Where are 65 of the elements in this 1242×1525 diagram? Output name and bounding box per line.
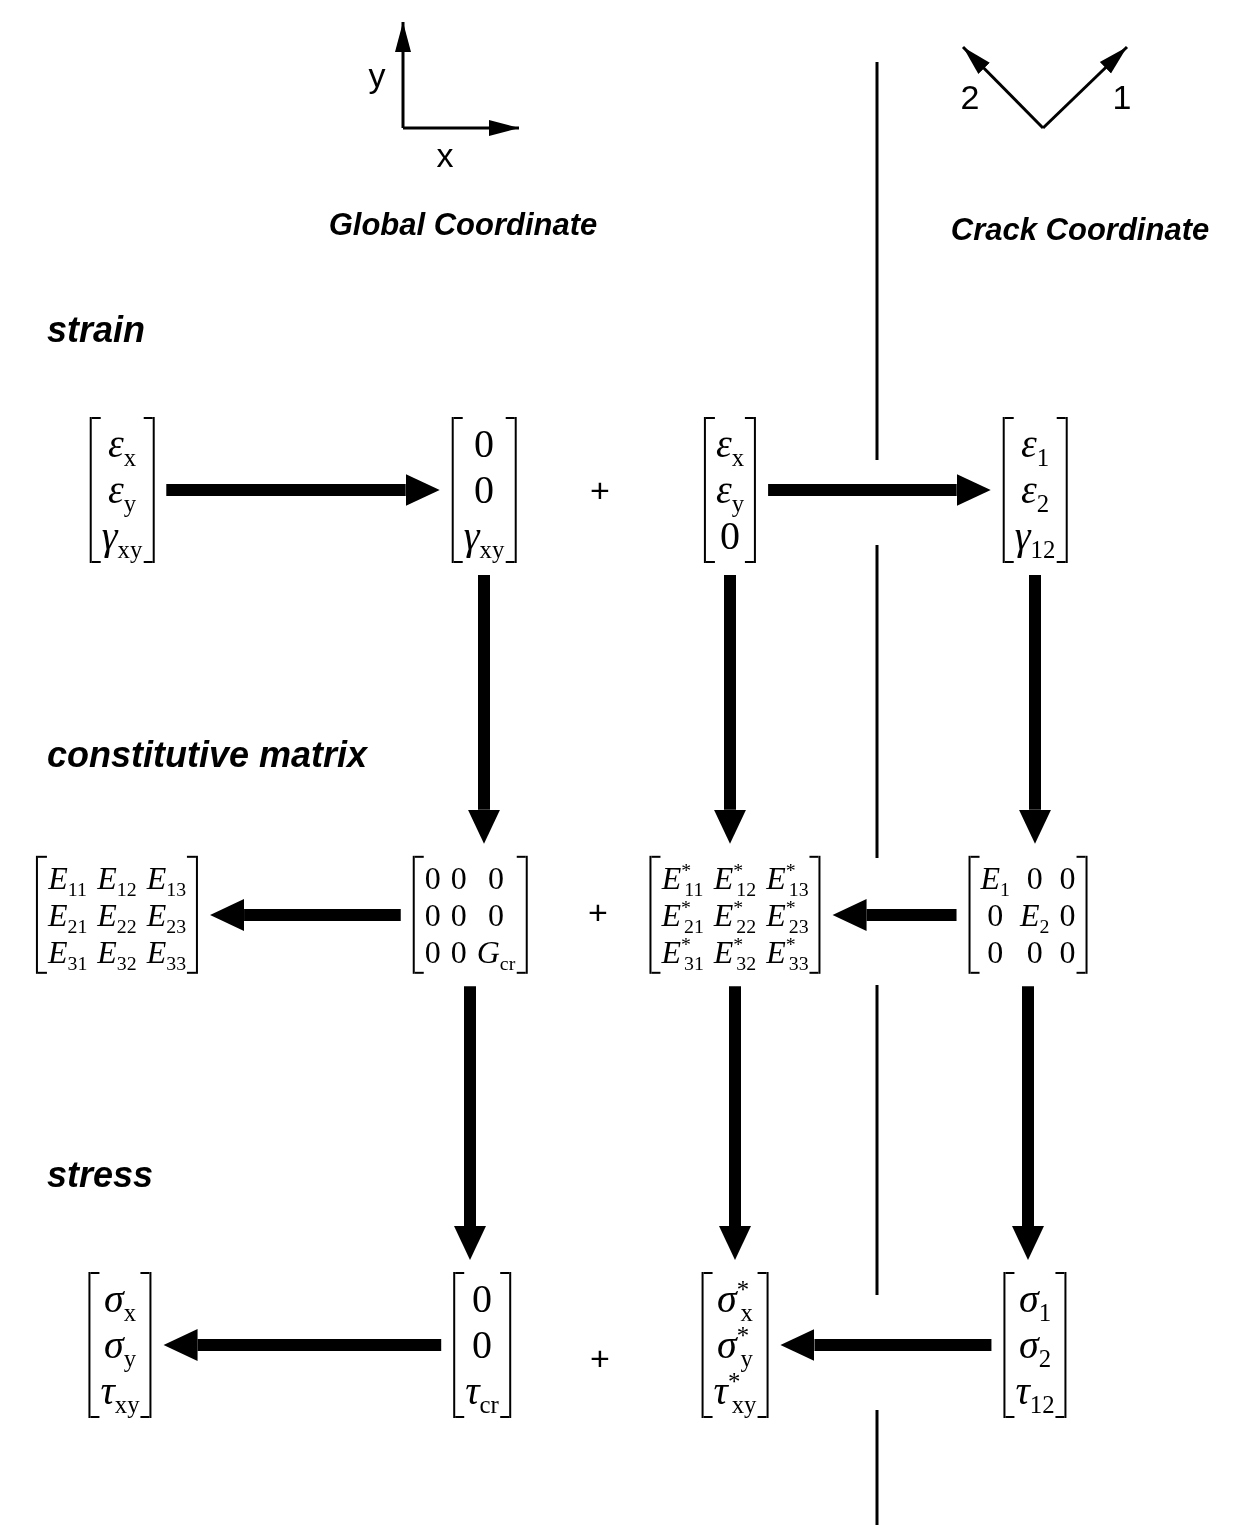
matrix-entry: ε$_{1}$ <box>1020 421 1050 467</box>
matrix-entry: E$_{11}$ <box>48 859 87 897</box>
matrix-entry: 0 <box>474 421 494 467</box>
matrix-entry: 0 <box>424 859 441 897</box>
arrow <box>832 899 957 931</box>
column-heading: Crack Coordinate <box>950 212 1210 248</box>
matrix-entry: τ$_{cr}$ <box>465 1368 499 1414</box>
arrow <box>1019 575 1051 844</box>
arrow <box>468 575 500 844</box>
matrix-entry: E$_{31}$ <box>47 933 88 971</box>
axis-label: 2 <box>960 77 980 117</box>
matrix-entry: E$_{22}$ <box>97 896 137 934</box>
matrix-entry: 0 <box>424 933 441 971</box>
matrix-entry: E$_{2}$ <box>1020 896 1050 934</box>
matrix-entry: E$_{33}$ <box>146 933 187 971</box>
axis-label: x <box>436 135 454 175</box>
matrix-entry: 0 <box>472 1276 492 1322</box>
matrix-entry: 0 <box>1059 896 1076 934</box>
matrix-entry: ε$_{2}$ <box>1020 467 1050 513</box>
matrix-entry: 0 <box>1059 933 1076 971</box>
matrix-entry: E$_{32}$ <box>97 933 137 971</box>
matrix-entry: 0 <box>1026 859 1043 897</box>
matrix-entry: E$_{13}$ <box>146 859 187 897</box>
section-heading: stress <box>47 1154 154 1196</box>
arrow <box>454 986 486 1260</box>
arrow <box>719 986 751 1260</box>
arrow <box>210 899 401 931</box>
matrix-entry: E$_{23}$ <box>146 896 187 934</box>
plus-sign: + <box>590 470 610 510</box>
matrix-entry: 0 <box>987 933 1004 971</box>
matrix-entry: σ$_{x}$ <box>103 1276 137 1322</box>
plus-sign: + <box>590 1338 610 1378</box>
axis-label: 1 <box>1112 77 1132 117</box>
arrow <box>714 575 746 844</box>
arrow <box>768 474 991 506</box>
matrix-entry: 0 <box>1026 933 1043 971</box>
matrix-entry: G$_{cr}$ <box>476 933 516 971</box>
matrix-entry: 0 <box>488 896 504 934</box>
matrix-entry: σ$_{1}$ <box>1018 1276 1052 1322</box>
arrow <box>1012 986 1044 1260</box>
plus-sign: + <box>588 892 608 932</box>
axis-label: y <box>368 55 386 95</box>
matrix-entry: E$_{1}$ <box>980 859 1010 897</box>
matrix-entry: 0 <box>987 896 1004 934</box>
section-heading: constitutive matrix <box>47 734 368 776</box>
matrix-entry: ε$_{x}$ <box>107 421 137 467</box>
arrow <box>163 1329 442 1361</box>
arrow <box>780 1329 992 1361</box>
matrix-entry: 0 <box>450 859 467 897</box>
matrix-entry: ε$_{x}$ <box>715 421 745 467</box>
matrix-entry: σ$_{2}$ <box>1018 1322 1052 1368</box>
matrix-entry: 0 <box>424 896 441 934</box>
column-heading: Global Coordinate <box>328 207 598 243</box>
matrix-entry: E$_{12}$ <box>97 859 137 897</box>
matrix-entry: 0 <box>1059 859 1076 897</box>
arrow <box>166 474 440 506</box>
section-heading: strain <box>47 309 146 351</box>
matrix-entry: γ$_{12}$ <box>1014 513 1056 559</box>
matrix-entry: 0 <box>474 467 494 513</box>
matrix-entry: E$_{21}$ <box>47 896 88 934</box>
matrix-entry: 0 <box>472 1322 492 1368</box>
matrix-entry: τ$_{12}$ <box>1015 1368 1055 1414</box>
matrix-entry: 0 <box>450 933 467 971</box>
matrix-entry: 0 <box>488 859 504 897</box>
matrix-entry: 0 <box>450 896 467 934</box>
